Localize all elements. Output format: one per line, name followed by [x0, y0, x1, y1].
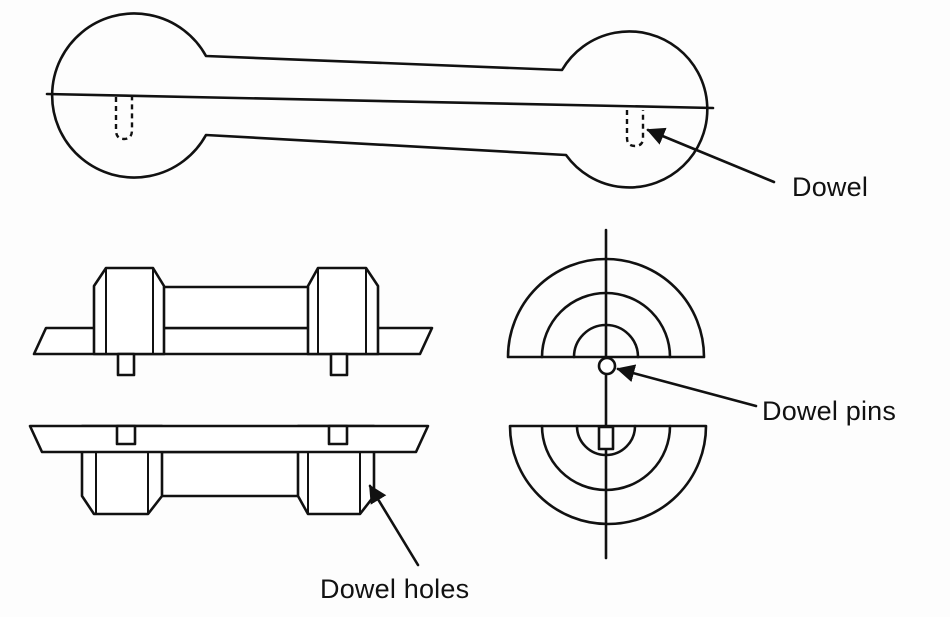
lower-flange	[28, 424, 430, 454]
upper-arc-inner	[572, 323, 640, 359]
dowel-label: Dowel	[792, 172, 869, 202]
lower-arc-outer	[508, 424, 708, 526]
dowel-pin-end	[597, 356, 617, 376]
dowel-leader-arrow	[646, 127, 776, 184]
dowel-hole-left	[115, 424, 137, 446]
lower-arc-middle	[540, 424, 672, 492]
dowel-left-hidden	[114, 97, 134, 141]
dowel-hole-right	[327, 424, 349, 446]
lower-core	[145, 450, 313, 498]
dowel-hole-end	[597, 425, 615, 451]
dowel-right-hidden	[625, 110, 645, 148]
dowel-pin-left	[116, 352, 136, 377]
split-pattern-top-view	[45, 12, 715, 189]
dowel-pins-label: Dowel pins	[762, 396, 897, 426]
dowel-pins-leader-arrow	[616, 364, 758, 408]
end-view	[506, 228, 708, 560]
dowel-holes-leader-arrow	[368, 484, 420, 567]
pattern-upper-half-side-view	[32, 266, 434, 377]
parting-line	[45, 92, 715, 110]
upper-arc-outer	[506, 257, 706, 359]
dowel-holes-label: Dowel holes	[320, 574, 470, 604]
pattern-lower-half-side-view	[28, 424, 430, 516]
pattern-outline	[50, 12, 709, 189]
dowel-pin-right	[329, 352, 349, 377]
upper-arc-middle	[540, 291, 672, 359]
lower-arc-inner	[575, 424, 637, 457]
upper-core	[156, 285, 320, 330]
